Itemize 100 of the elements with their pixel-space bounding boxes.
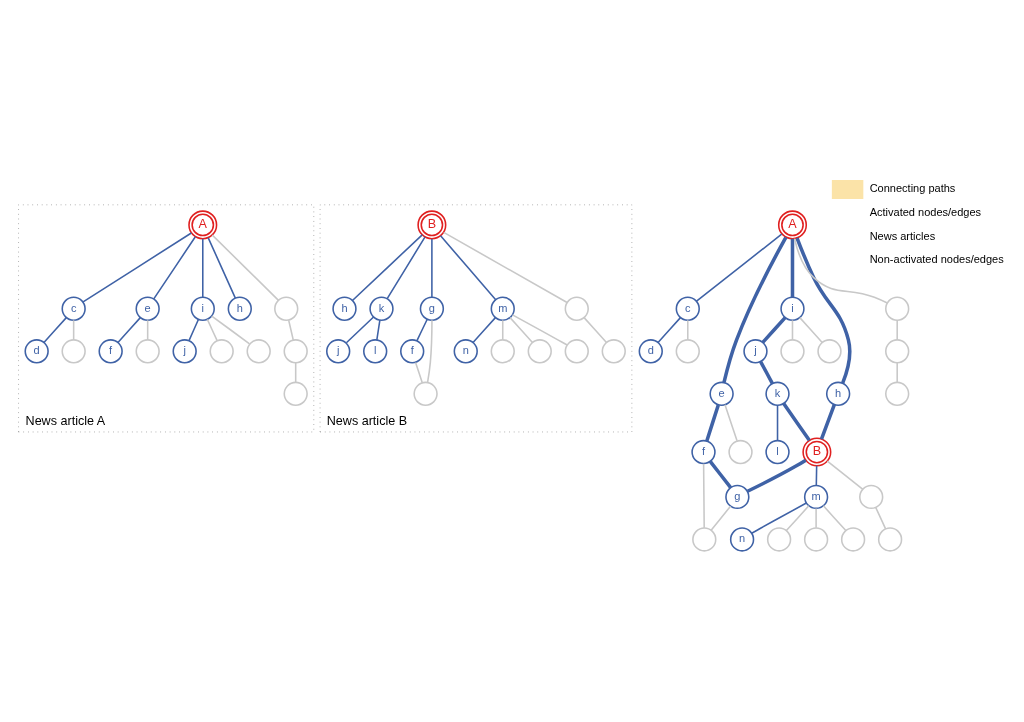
node-circle: k (369, 296, 394, 321)
legend-label: News articles (869, 229, 936, 242)
connector (501, 319, 504, 340)
node-circle (413, 381, 438, 406)
node-circle (601, 338, 626, 363)
legend-label: Activated nodes/edges (869, 205, 982, 218)
node-circle: h (332, 296, 357, 321)
connector (799, 316, 823, 343)
connector (82, 231, 193, 303)
connector (815, 464, 818, 486)
node-circle: j (326, 338, 351, 363)
connector (583, 316, 608, 343)
connector (188, 318, 200, 341)
node-circle: e (135, 296, 160, 321)
node-circle (490, 338, 515, 363)
node-circle (135, 338, 160, 363)
connector (416, 317, 428, 341)
connector (43, 316, 68, 343)
node-circle: f (98, 338, 123, 363)
connector (431, 237, 433, 298)
connector (287, 318, 294, 341)
node-circle: n (453, 338, 478, 363)
node-circle (803, 526, 829, 552)
node-circle (692, 526, 717, 552)
connector (761, 315, 787, 344)
connector (724, 403, 738, 442)
connector (819, 403, 836, 440)
connector (822, 504, 847, 531)
node-circle (564, 296, 589, 321)
connector (294, 361, 297, 383)
connector (72, 319, 75, 340)
connector (793, 237, 889, 304)
connector (695, 232, 783, 302)
connector (351, 233, 423, 301)
node-circle (274, 296, 299, 321)
node-circle (675, 338, 700, 363)
node-circle: h (825, 381, 851, 406)
connector (705, 403, 720, 441)
node-circle: m (490, 296, 515, 321)
connector (210, 314, 251, 345)
connector (746, 458, 807, 493)
node-circle (283, 381, 308, 406)
node-circle: k (765, 381, 790, 406)
connector (896, 319, 898, 340)
node-circle: j (743, 338, 768, 363)
connector (790, 238, 795, 297)
node-circle (780, 338, 805, 363)
node-circle (527, 338, 552, 363)
connector (509, 316, 534, 343)
node-circle (283, 338, 308, 363)
connector (386, 235, 426, 299)
connector (785, 504, 810, 531)
node-circle: d (638, 338, 663, 363)
connector (345, 315, 375, 344)
node-circle (877, 526, 903, 552)
node-circle: c (675, 296, 700, 321)
connector (795, 236, 852, 384)
connector (376, 318, 381, 341)
node-circle: j (172, 338, 197, 363)
connector (202, 237, 204, 298)
connector (511, 313, 568, 346)
connector (439, 234, 497, 301)
connector (750, 501, 808, 534)
node-circle (885, 296, 910, 321)
node-circle: f (691, 439, 716, 464)
connector (826, 459, 864, 490)
connector (896, 361, 898, 383)
node-circle (885, 381, 910, 406)
node-circle (885, 338, 910, 363)
legend-label: Non-activated nodes/edges (869, 252, 1004, 265)
connector (414, 361, 424, 384)
connector (791, 319, 794, 340)
connector (206, 318, 218, 341)
node-circle: m (803, 484, 829, 509)
node-circle (564, 338, 589, 363)
node-circle (209, 338, 234, 363)
node-circle: i (190, 296, 215, 321)
node-circle: c (61, 296, 86, 321)
node-circle (728, 439, 753, 464)
node-circle (61, 338, 86, 363)
connector (708, 459, 733, 489)
node-circle (766, 526, 792, 552)
node-circle (246, 338, 271, 363)
connector (759, 360, 774, 384)
connector (146, 319, 149, 340)
node-circle: h (227, 296, 252, 321)
legend-label: Connecting paths (869, 181, 956, 194)
node-circle (817, 338, 842, 363)
connector (776, 403, 779, 441)
connector (702, 462, 705, 529)
connector (875, 506, 887, 530)
connector (782, 401, 811, 441)
connector (442, 231, 568, 303)
connector (815, 507, 817, 529)
connector (426, 319, 433, 383)
node-circle (840, 526, 866, 552)
node-circle: l (765, 439, 790, 464)
node-circle (859, 484, 884, 509)
connector (472, 316, 497, 343)
node-circle: l (363, 338, 388, 363)
